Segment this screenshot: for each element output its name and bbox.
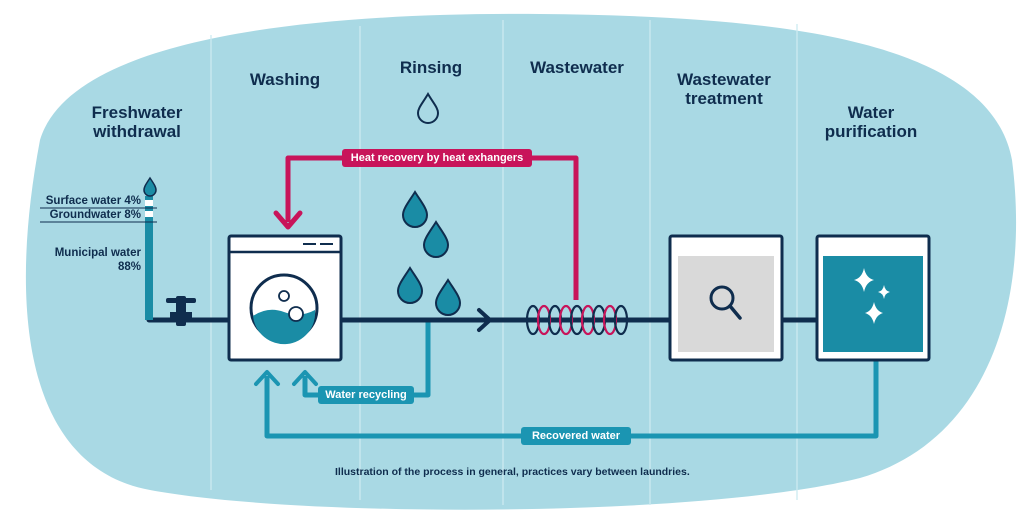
heat-recovery-label: Heat recovery by heat exhangers (350, 152, 524, 164)
drop-icon (422, 220, 450, 258)
title-wastewater: Wastewater (530, 58, 624, 77)
faucet-icon (166, 296, 196, 326)
recovered-water-label: Recovered water (531, 430, 621, 442)
source-drop-icon (143, 176, 157, 197)
heat-exchanger-coil (525, 304, 629, 336)
water-recycling-pill (318, 386, 414, 404)
water-recycling-label: Water recycling (325, 389, 407, 401)
purification-tank (815, 234, 931, 362)
title-water-purification: Water purification (824, 103, 918, 141)
background-shape (25, 13, 1017, 510)
drop-icon (434, 278, 462, 316)
sparkle-icon (854, 268, 874, 292)
drop-icon (416, 92, 440, 124)
recycling-arrow-icon (292, 370, 318, 386)
label-surface-water: Surface water 4% (45, 195, 141, 207)
label-municipal-water: Municipal water 88% (54, 247, 141, 273)
source-column (145, 196, 153, 320)
title-washing: Washing (249, 70, 321, 89)
drop-icon (401, 190, 429, 228)
title-freshwater-withdrawal: Freshwater withdrawal (91, 103, 183, 141)
flow-arrow-icon (477, 308, 492, 332)
treatment-tank (668, 234, 784, 362)
title-rinsing: Rinsing (399, 58, 463, 77)
heat-arrow-icon (273, 210, 303, 230)
drop-icon (396, 266, 424, 304)
sparkle-icon (865, 302, 883, 324)
recovered-arrow-icon (254, 370, 280, 386)
label-groundwater: Groundwater 8% (49, 209, 141, 221)
column-dividers (210, 20, 798, 505)
rinsing-drops (396, 92, 462, 316)
magnifier-icon (709, 285, 735, 311)
title-wastewater-treatment: Wastewater treatment (677, 70, 771, 108)
washing-machine-icon (227, 234, 343, 362)
sparkle-icon (878, 285, 890, 299)
heat-recovery-pill (342, 149, 532, 167)
recovered-water-pill (521, 427, 631, 445)
caption: Illustration of the process in general, … (335, 466, 690, 478)
